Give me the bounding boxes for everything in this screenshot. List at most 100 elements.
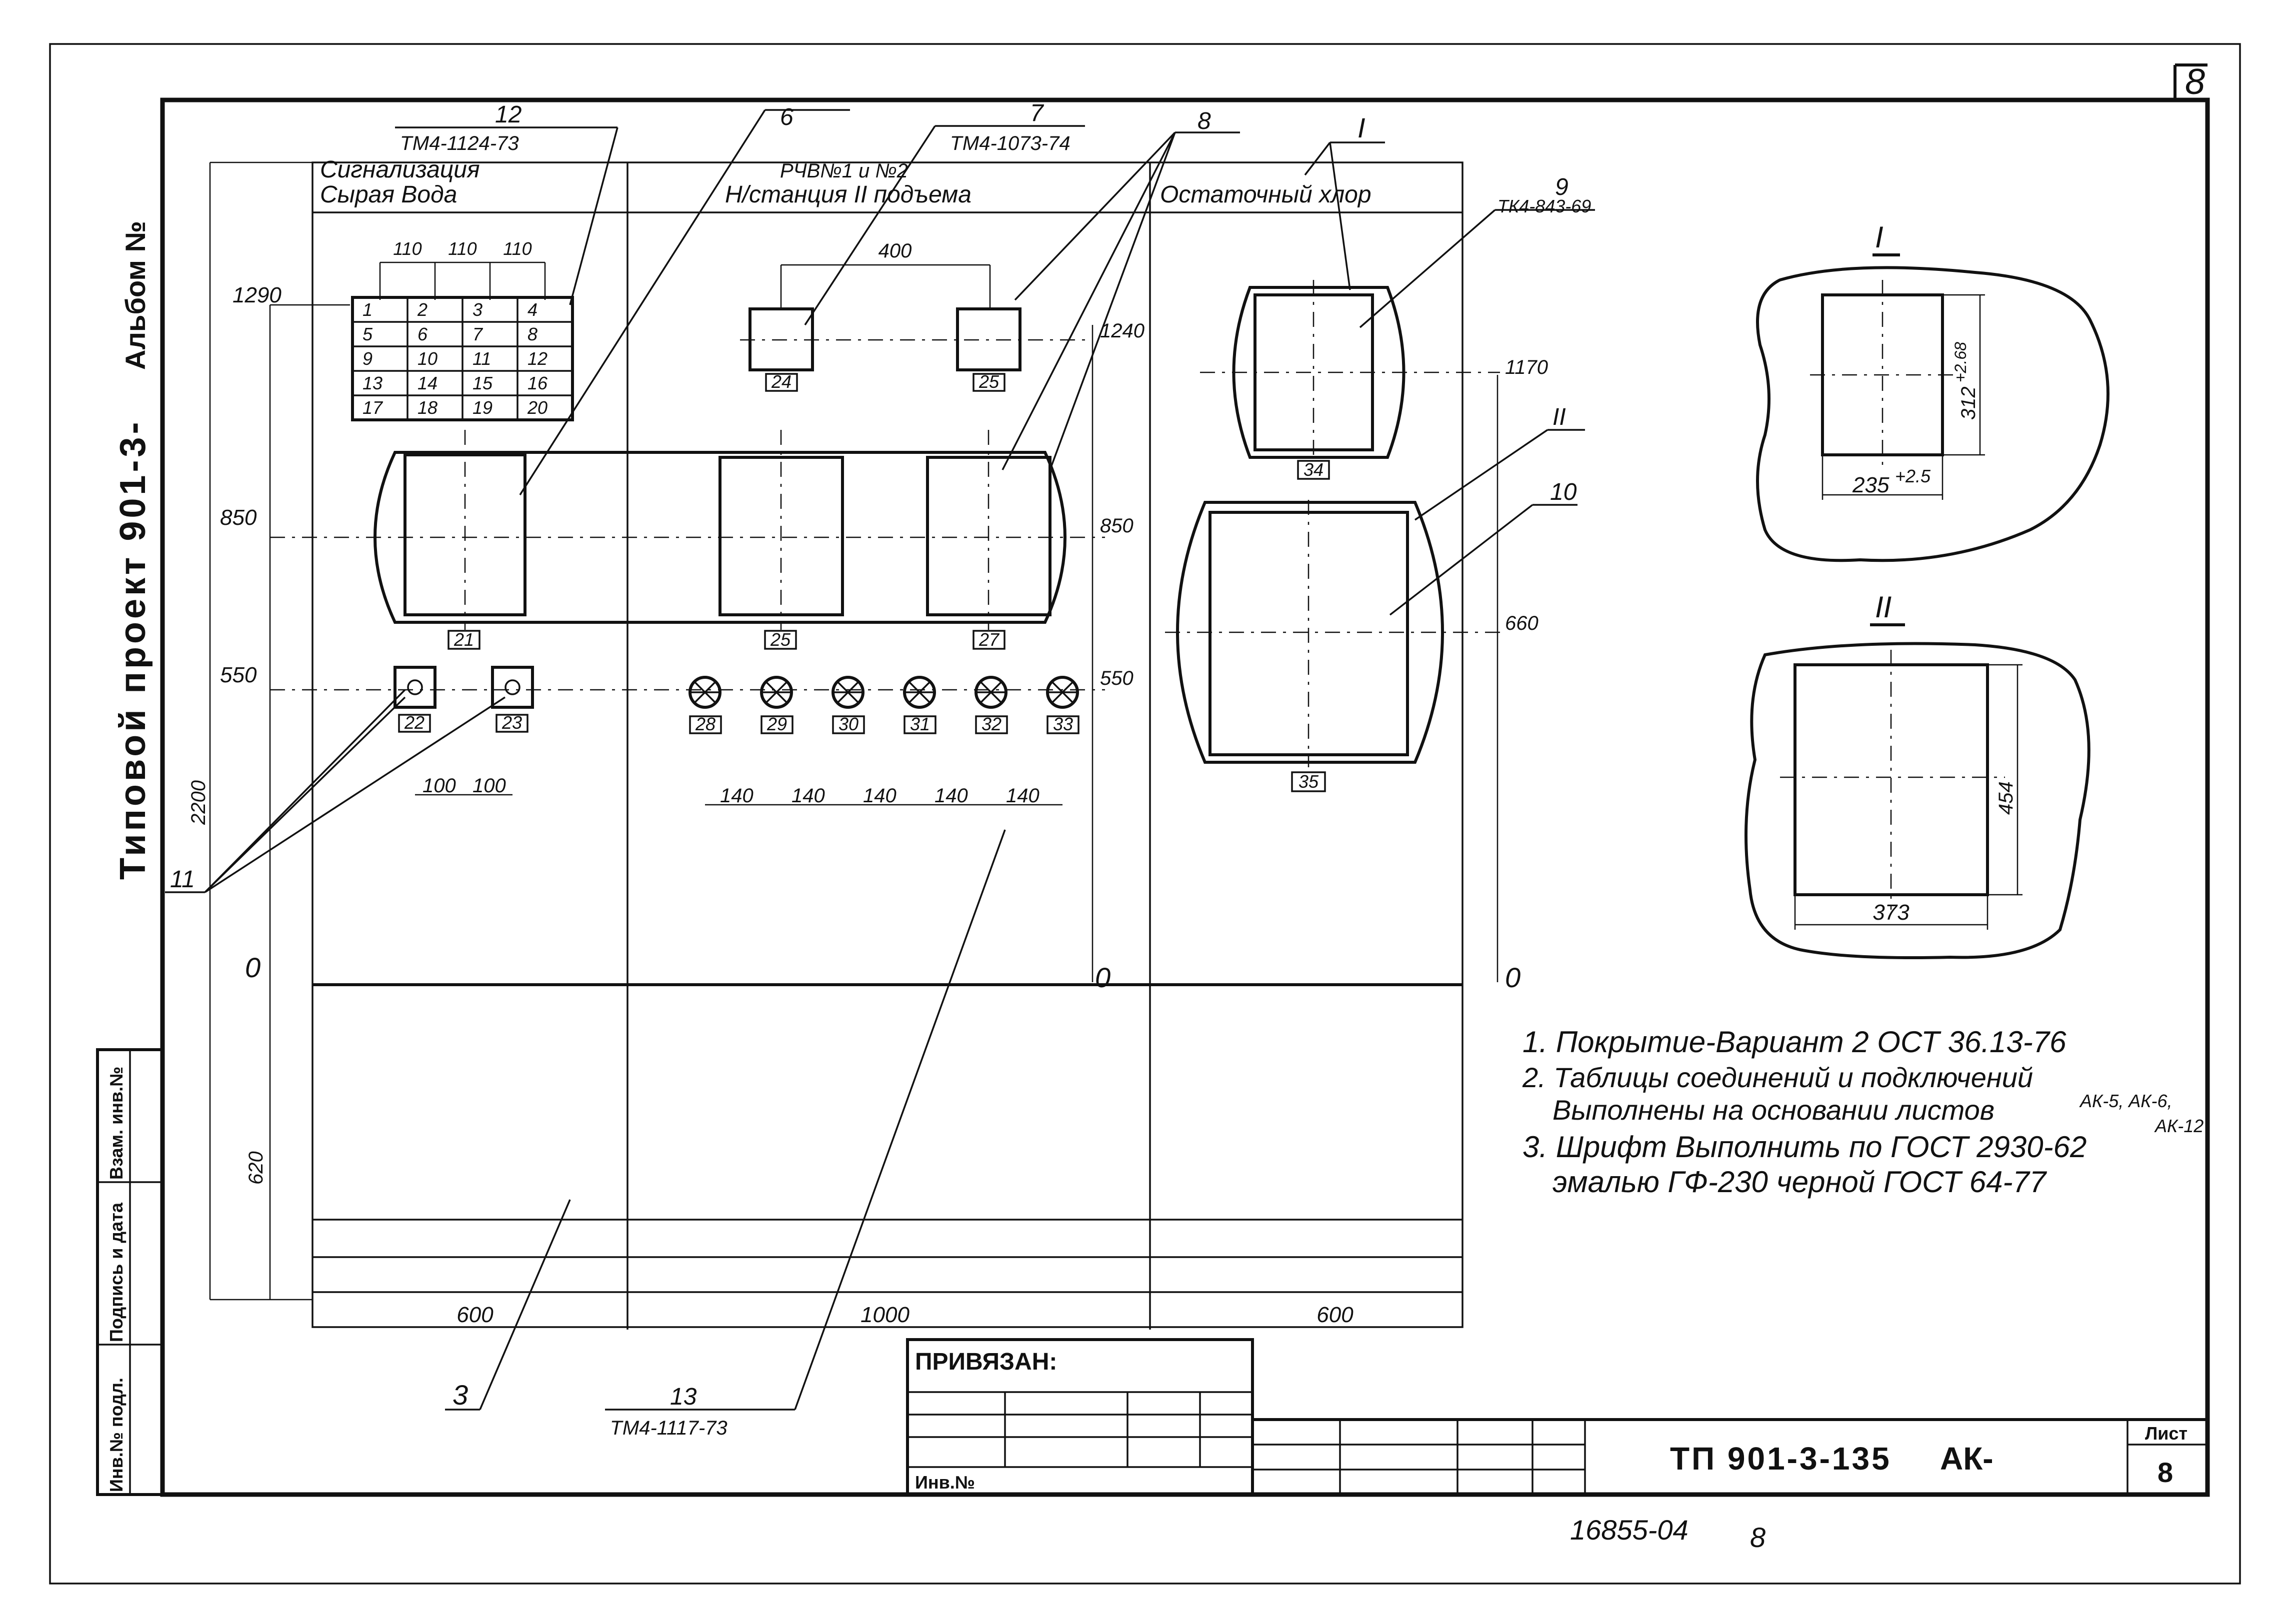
- annunciator-cell: 8: [528, 324, 538, 344]
- tag-29: 29: [766, 714, 787, 734]
- callout-7: 7: [1030, 100, 1044, 126]
- album-suffix: Альбом №: [120, 221, 151, 370]
- tag-27: 27: [978, 629, 1000, 650]
- section1-title-line1: Сигнализация: [320, 156, 480, 183]
- dim-400: 400: [878, 240, 912, 262]
- detail-II: II 373 454: [1744, 590, 2090, 959]
- album-label: Типовой проект 901-3-: [113, 419, 153, 880]
- annunciator-cell: 6: [418, 324, 428, 344]
- detail-I-height-tol: +2.68: [1952, 342, 1970, 382]
- level-zero-mid: 0: [1095, 962, 1110, 993]
- tag-25: 25: [978, 371, 1000, 392]
- tag-32-box: [975, 715, 1008, 734]
- lamp-32: 32: [974, 676, 1008, 734]
- detail-II-width: 373: [1872, 900, 1910, 925]
- leader-9: [1359, 209, 1496, 328]
- lamp-29: 29: [760, 676, 794, 734]
- signal-lamps: 28 29 30 31: [688, 676, 1080, 734]
- callout-9: 9: [1555, 174, 1568, 200]
- lamp-33-cross: [1048, 681, 1078, 704]
- note-1: 1. Покрытие-Вариант 2 ОСТ 36.13-76: [1522, 1025, 2066, 1059]
- notes: 1. Покрытие-Вариант 2 ОСТ 36.13-76 2. Та…: [1522, 1025, 2204, 1199]
- annunciator-cell: 19: [472, 397, 492, 418]
- note-2: 2. Таблицы соединений и подключений: [1522, 1062, 2033, 1093]
- note-2c: АК-5, АК-6,: [2079, 1091, 2172, 1111]
- instrument-25: [956, 307, 1022, 371]
- dim-100-b: 100: [472, 775, 506, 797]
- leader-11b: [204, 696, 506, 893]
- callout-7-ref: ТМ4-1073-74: [950, 132, 1070, 154]
- tag-27-box: [972, 630, 1006, 650]
- tag-26-box: [764, 630, 797, 650]
- level-zero-right: 0: [1505, 962, 1520, 993]
- leader-11c: [204, 689, 406, 893]
- note-3: 3. Шрифт Выполнить по ГОСТ 2930-62: [1522, 1130, 2086, 1164]
- tag-21: 21: [454, 629, 474, 650]
- section2-title-line1: РЧВ№1 и №2: [780, 160, 908, 182]
- lamp-30: 30: [832, 676, 865, 734]
- leader-7: [804, 125, 936, 325]
- dim-100-a: 100: [422, 775, 456, 797]
- level-550-mid: 550: [1100, 667, 1134, 689]
- attach-box: [906, 1338, 1254, 1496]
- height-dim-2200-label: 2200: [188, 780, 210, 825]
- lamp-31-cross: [904, 681, 934, 704]
- level-660: 660: [1505, 612, 1538, 634]
- lamp-28: 28: [688, 676, 722, 734]
- side-stamp-replace: Взам. инв.№: [106, 1067, 126, 1180]
- callout-6: 6: [780, 104, 794, 130]
- tag-35-box: [1291, 771, 1326, 792]
- annunciator-dim-1: 110: [393, 238, 422, 259]
- annunciator-cell: 4: [528, 299, 538, 320]
- level-1290: 1290: [232, 283, 282, 307]
- level-850-mid: 850: [1100, 515, 1134, 537]
- annunciator-cell: 16: [528, 373, 548, 393]
- section2-title-line2: Н/станция II подъема: [725, 181, 972, 208]
- tag-23: 23: [502, 712, 522, 733]
- tag-31-box: [904, 715, 936, 734]
- level-550-left: 550: [220, 663, 257, 687]
- annunciator-cell: 12: [528, 348, 548, 369]
- dim-140-a: 140: [720, 785, 754, 807]
- callout-12: 12: [495, 101, 522, 128]
- switch-23-knob: [504, 679, 520, 695]
- tag-33-box: [1046, 715, 1080, 734]
- tag-35: 35: [1298, 771, 1319, 792]
- leader-I-a: [1304, 141, 1331, 176]
- tag-24-box: [765, 373, 798, 392]
- switch-22-knob: [407, 679, 423, 695]
- section1-title-line2: Сырая Вода: [320, 181, 457, 208]
- sheet-value: 8: [2158, 1457, 2173, 1488]
- leader-3: [479, 1199, 571, 1410]
- callout-3: 3: [452, 1379, 468, 1411]
- sheet-label: Лист: [2145, 1423, 2188, 1444]
- detail-I-height-group: 312 +2.68: [1952, 342, 1980, 420]
- callout-13-ref: ТМ4-1117-73: [610, 1417, 728, 1439]
- tag-30: 30: [838, 714, 858, 734]
- dim-140-d: 140: [934, 785, 968, 807]
- note-2b: Выполнены на основании листов: [1552, 1094, 1994, 1126]
- level-1240: 1240: [1100, 320, 1144, 342]
- level-zero-left: 0: [245, 952, 260, 983]
- lamp-31: 31: [903, 676, 936, 734]
- inner-frame: [160, 97, 2210, 1497]
- callout-11: 11: [170, 866, 195, 893]
- note-3b: эмалью ГФ-230 черной ГОСТ 64-77: [1552, 1165, 2048, 1199]
- detail-I: I 235 +2.5 312 +2.68: [1756, 220, 2110, 562]
- leader-8c: [1049, 132, 1176, 470]
- height-620-label-group: 620: [245, 1151, 267, 1185]
- detail-I-outline: [1756, 266, 2110, 562]
- detail-I-height: 312: [1958, 386, 1980, 420]
- switch-23: [491, 666, 534, 709]
- tag-33: 33: [1053, 714, 1073, 734]
- section3-title: Остаточный хлор: [1160, 181, 1372, 208]
- leader-I-b: [1329, 142, 1351, 290]
- annunciator-cell: 20: [527, 397, 548, 418]
- detail-II-height: 454: [1995, 781, 2017, 815]
- callout-I: I: [1358, 112, 1366, 143]
- callout-13: 13: [670, 1384, 697, 1410]
- tag-32: 32: [982, 714, 1002, 734]
- annunciator-cell: 2: [417, 299, 428, 320]
- lamp-33: 33: [1046, 676, 1080, 734]
